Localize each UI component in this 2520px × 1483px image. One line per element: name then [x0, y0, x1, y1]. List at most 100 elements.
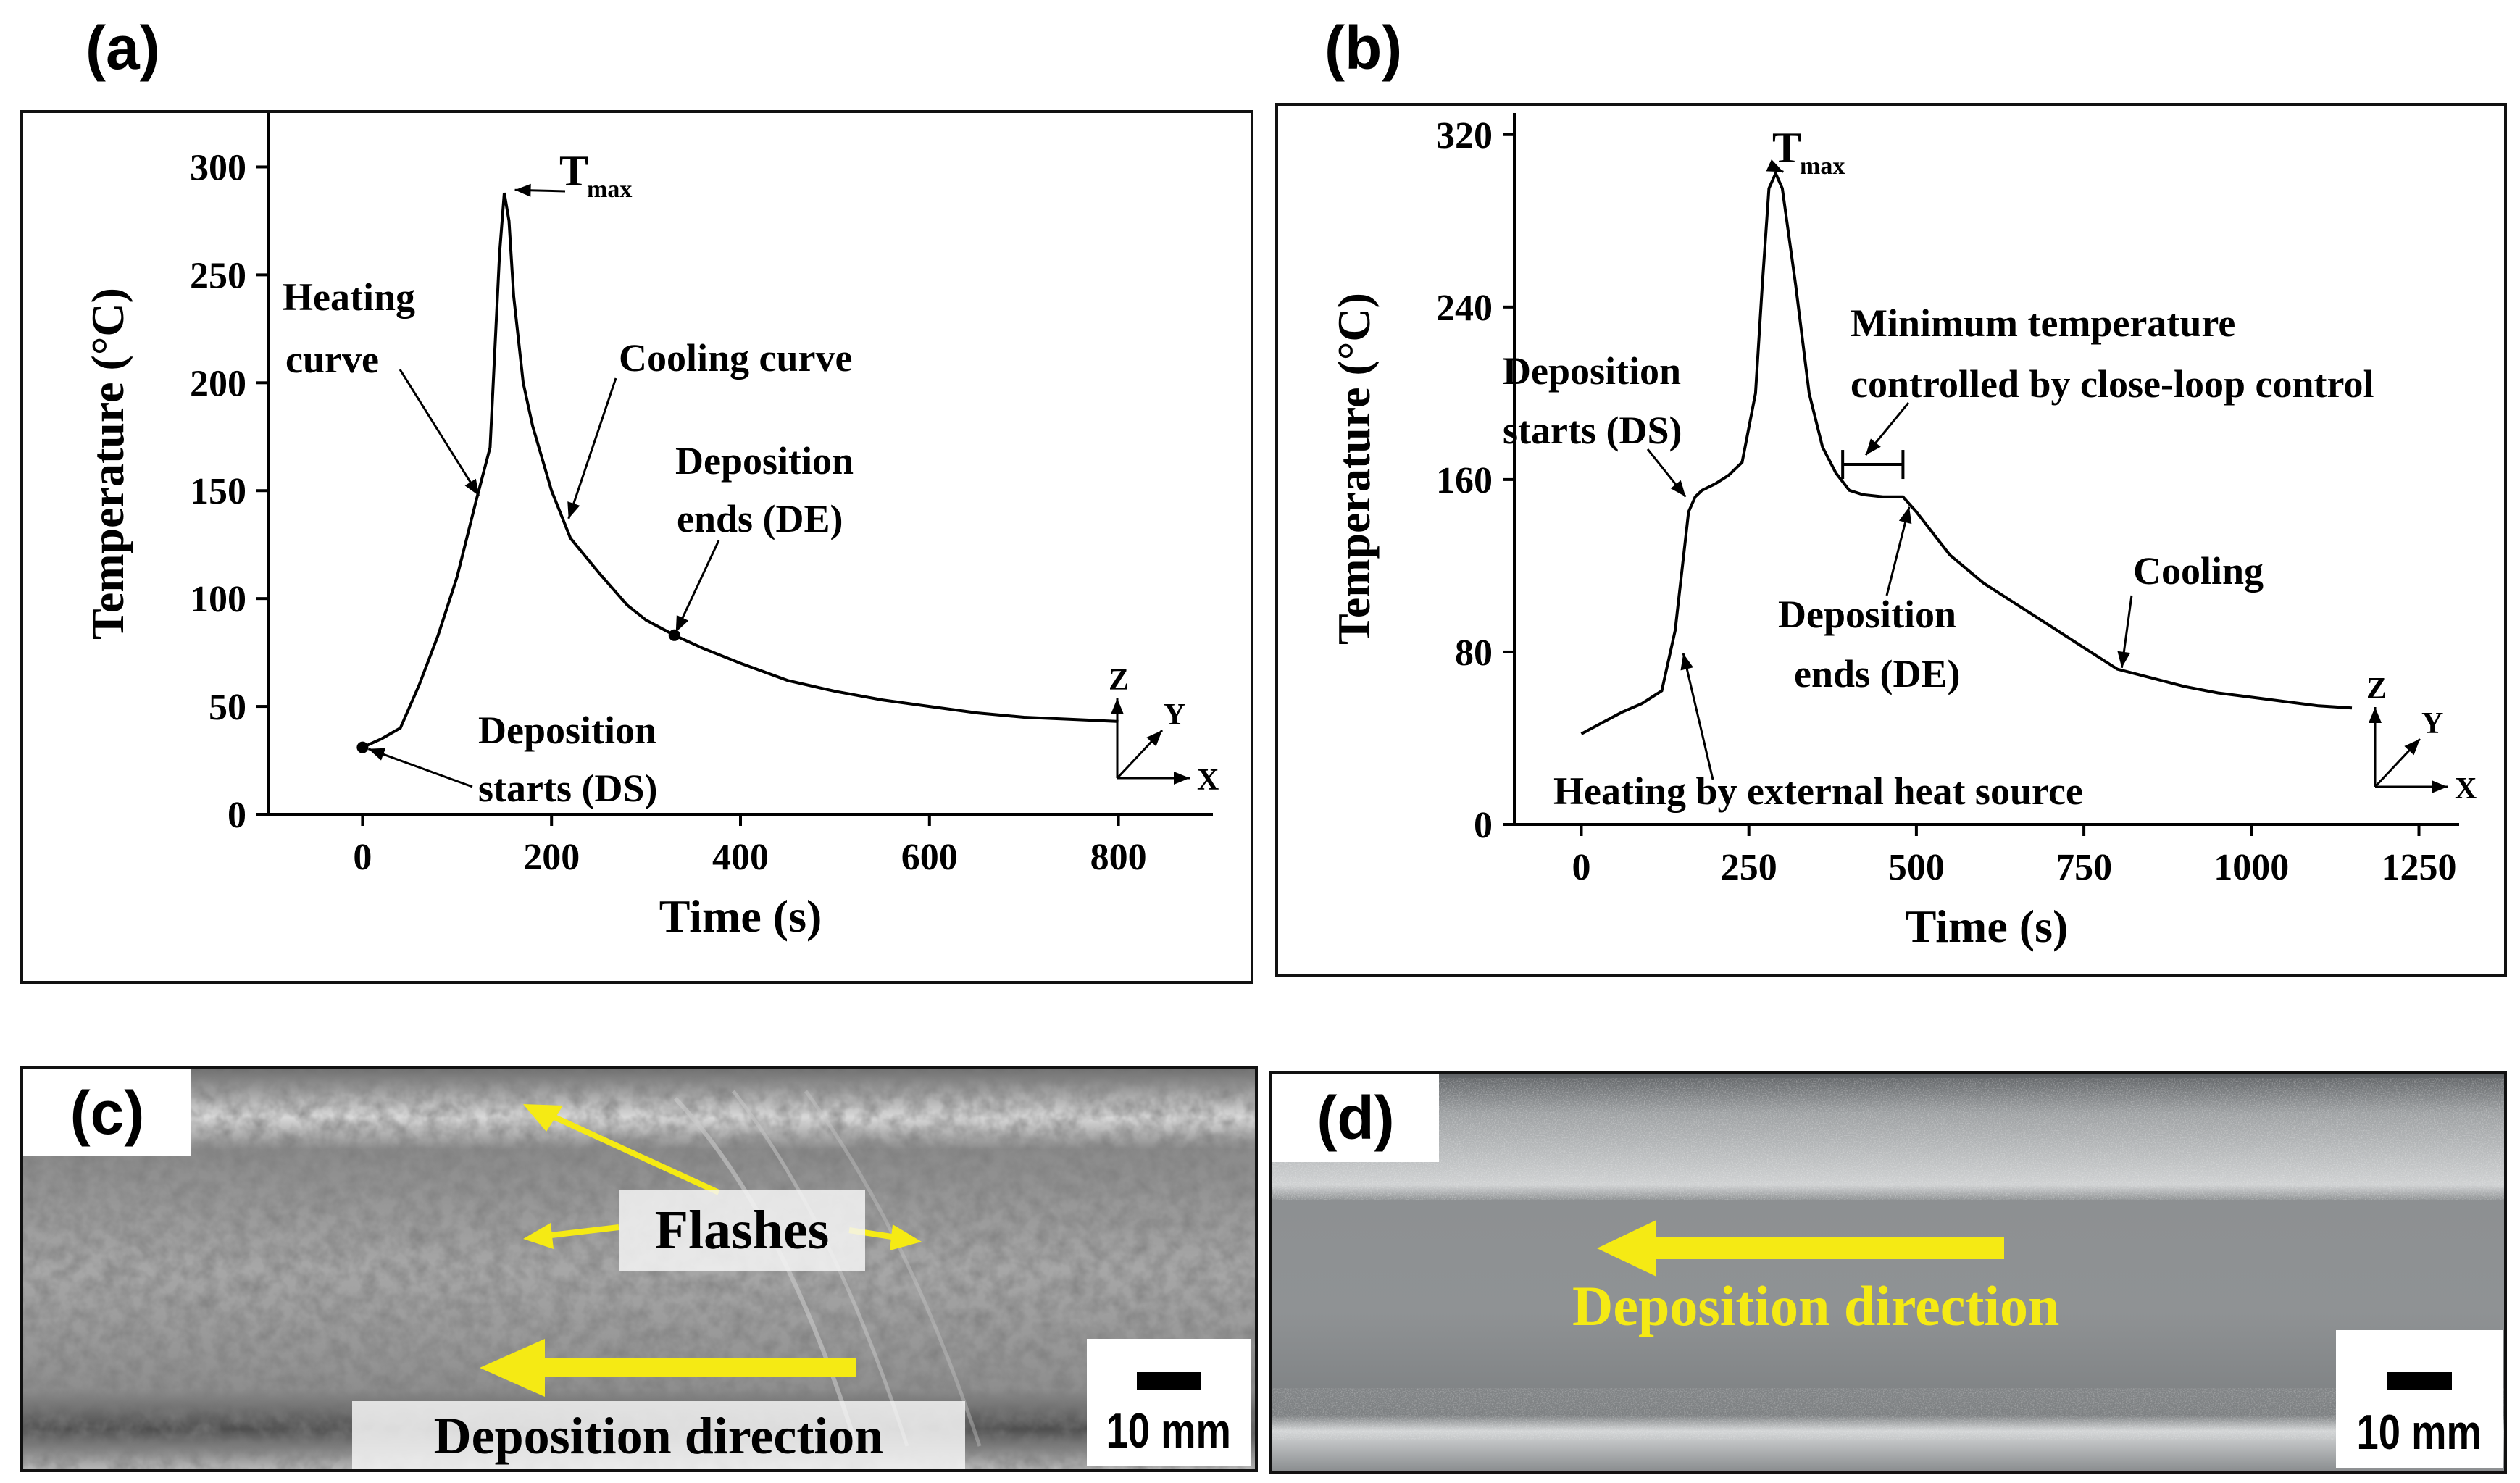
a-dep-ends-label-1: Deposition: [675, 439, 854, 483]
a-tmax-label: T: [559, 147, 588, 195]
b-icon-z-arrow: [2369, 707, 2382, 787]
b-y-tick-label: 240: [1436, 288, 1493, 329]
b-min-temp-label-1: Minimum temperature: [1851, 301, 2235, 345]
a-y-tick-label: 50: [209, 687, 246, 728]
b-min-temp-arrow: [1864, 402, 1910, 456]
chart-a-temperature-curve: [362, 192, 1119, 749]
chart-b-temperature-curve: [1580, 170, 2353, 735]
a-icon-y-label: Y: [1164, 698, 1185, 732]
a-dep-ends-label-2: ends (DE): [677, 497, 843, 540]
panel-label-b: (b): [1324, 14, 1403, 82]
b-min-temp-label-2: controlled by close-loop control: [1851, 362, 2374, 406]
a-heating-label-2: curve: [285, 338, 379, 381]
a-x-tick-label: 800: [1090, 837, 1147, 878]
b-icon-z-label: Z: [2366, 672, 2387, 706]
a-y-tick-label: 100: [190, 579, 246, 620]
b-dep-ends-label-2: ends (DE): [1794, 652, 1961, 695]
b-heating-ext-label: Heating by external heat source: [1553, 769, 2083, 813]
b-y-axis-label: Temperature (°C): [1328, 293, 1380, 645]
b-y-tick-label: 80: [1455, 632, 1493, 674]
photo-c-scale: 10 mm: [1087, 1339, 1251, 1466]
panel-label-a: (a): [85, 14, 160, 82]
photo-c-arrows: [480, 1104, 922, 1397]
b-y-tick-label: 0: [1474, 805, 1493, 846]
a-y-tick-label: 150: [190, 471, 246, 512]
a-icon-z-label: Z: [1109, 664, 1129, 697]
direction-arrow-head: [480, 1339, 545, 1397]
b-y-tick-label: 320: [1436, 115, 1493, 156]
b-dep-starts-label-1: Deposition: [1503, 349, 1681, 393]
photo-d-direction-arrow-shaft: [1649, 1237, 2004, 1259]
b-x-tick-label: 750: [2056, 847, 2112, 888]
a-tmax-arrow: [514, 183, 566, 197]
a-icon-x-label: X: [1197, 764, 1219, 797]
panel-label-c: (c): [23, 1069, 191, 1156]
photo-d-surface: [1272, 1074, 2504, 1471]
a-tmax-subscript: max: [587, 176, 632, 203]
flash-arrow-top: [543, 1110, 720, 1195]
b-icon-x-arrow: [2375, 780, 2448, 793]
a-heating-arrow: [399, 369, 480, 496]
a-y-tick-label: 250: [190, 255, 246, 296]
b-x-tick-label: 250: [1721, 847, 1777, 888]
a-icon-z-arrow: [1111, 698, 1124, 778]
photo-d-scale: 10 mm: [2336, 1330, 2503, 1468]
b-tmax-arrow: [1766, 159, 1784, 173]
b-tmax-label: T: [1772, 124, 1801, 172]
b-x-tick-label: 0: [1572, 847, 1590, 888]
a-y-axis-label: Temperature (°C): [82, 288, 133, 640]
photo-c-scale-text: 10 mm: [1106, 1403, 1232, 1458]
b-dep-ends-arrow: [1885, 506, 1912, 596]
b-tmax-subscript: max: [1800, 153, 1845, 180]
b-dep-starts-label-2: starts (DS): [1503, 409, 1682, 452]
photo-d: (d) Deposition direction 10 mm: [1269, 1071, 2507, 1474]
photo-d-direction-label: Deposition direction: [1572, 1274, 2060, 1337]
photo-d-scale-bar: [2387, 1372, 2452, 1390]
a-y-tick-label: 200: [190, 363, 246, 404]
a-icon-x-arrow: [1117, 772, 1190, 785]
b-x-tick-label: 500: [1888, 847, 1945, 888]
b-icon-x-label: X: [2455, 772, 2477, 806]
a-x-axis-label: Time (s): [659, 890, 822, 942]
direction-arrow-shaft: [538, 1358, 856, 1377]
b-dep-ends-label-1: Deposition: [1778, 593, 1956, 636]
b-cooling-label: Cooling: [2133, 549, 2264, 593]
a-y-tick-label: 0: [228, 795, 246, 836]
a-dep-ends-arrow: [675, 540, 720, 633]
a-xyz-axes-icon: Z YX: [1109, 664, 1219, 797]
b-icon-y-label: Y: [2421, 707, 2443, 740]
a-dep-starts-marker: [356, 741, 369, 753]
b-x-tick-label: 1000: [2214, 847, 2289, 888]
a-x-tick-label: 600: [901, 837, 958, 878]
a-dep-starts-label-2: starts (DS): [478, 766, 657, 810]
b-x-tick-label: 1250: [2382, 847, 2457, 888]
photo-d-scale-text: 10 mm: [2356, 1405, 2482, 1460]
a-heating-label-1: Heating: [283, 275, 415, 319]
a-y-tick-label: 300: [190, 147, 246, 188]
b-xyz-axes-icon: Z YX: [2366, 672, 2477, 806]
a-cooling-arrow: [567, 377, 617, 519]
a-cooling-label: Cooling curve: [619, 336, 852, 380]
a-x-tick-label: 0: [353, 837, 372, 878]
flash-arrow-left: [544, 1224, 619, 1239]
a-dep-ends-marker: [668, 629, 680, 641]
b-min-temp-bracket: [1841, 450, 1905, 480]
b-icon-y-arrow: [2374, 738, 2421, 788]
b-dep-starts-arrow: [1646, 448, 1687, 498]
panel-label-d: (d): [1272, 1074, 1439, 1162]
b-heating-ext-arrow: [1680, 653, 1714, 780]
photo-d-direction-arrow-head: [1597, 1220, 1656, 1277]
a-dep-starts-label-1: Deposition: [478, 709, 656, 752]
a-x-tick-label: 400: [712, 837, 769, 878]
b-cooling-arrow: [2117, 595, 2133, 668]
b-x-axis-label: Time (s): [1906, 901, 2069, 952]
photo-c-direction-label: Deposition direction: [352, 1401, 965, 1469]
a-dep-starts-arrow: [367, 748, 473, 788]
photo-d-arrow: [1597, 1220, 2004, 1277]
